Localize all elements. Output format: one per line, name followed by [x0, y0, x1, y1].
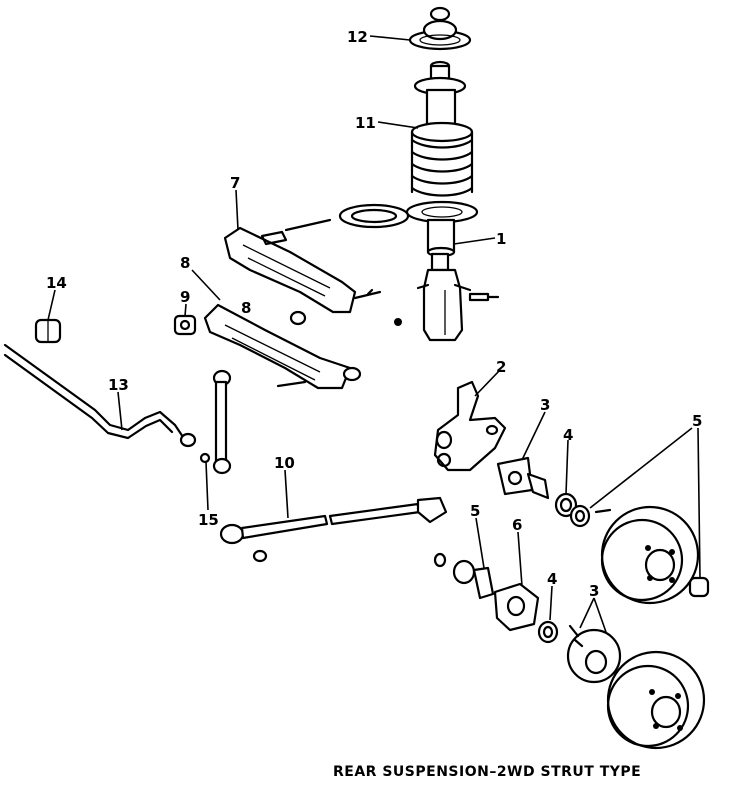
part-lower-arm	[203, 303, 402, 390]
callout-2: 2	[496, 358, 506, 376]
part-bushing	[173, 314, 197, 336]
part-upper-mount	[408, 6, 472, 51]
part-grease-cap	[688, 576, 710, 598]
part-seal-lower	[433, 552, 495, 600]
part-stabilizer-bar	[3, 343, 197, 448]
callout-15: 15	[198, 511, 219, 529]
leader-lines	[47, 35, 701, 633]
callout-13: 13	[108, 376, 129, 394]
callout-1: 1	[496, 230, 506, 248]
callout-9: 9	[180, 288, 190, 306]
part-coil-spring	[410, 60, 474, 197]
part-strut	[405, 200, 500, 342]
part-bearing-lower	[537, 620, 559, 644]
callout-8-lower: 8	[241, 299, 251, 317]
part-seal-upper	[569, 504, 612, 528]
callout-8-upper: 8	[180, 254, 190, 272]
callout-6: 6	[512, 516, 522, 534]
callout-3-upper: 3	[540, 396, 550, 414]
part-brake-drum-upper	[600, 505, 700, 605]
callout-10: 10	[274, 454, 295, 472]
part-hub	[493, 582, 540, 632]
part-lateral-rod	[219, 496, 448, 563]
callout-4-upper: 4	[563, 426, 573, 444]
part-stabilizer-bushing	[34, 318, 62, 344]
part-hub-lower	[566, 624, 622, 684]
callout-11: 11	[355, 114, 376, 132]
part-spindle	[496, 456, 550, 500]
part-knuckle	[433, 380, 507, 472]
callout-14: 14	[46, 274, 67, 292]
callout-5-right: 5	[692, 412, 702, 430]
part-spring-seat	[338, 203, 410, 229]
callout-5-mid: 5	[470, 502, 480, 520]
diagram-caption: REAR SUSPENSION–2WD STRUT TYPE	[333, 764, 642, 780]
callout-labels: 1 2 3 3 4 4 5 5 5 6 7 8 8 9 10 11 12 13 …	[46, 28, 702, 600]
part-stabilizer-link	[199, 369, 232, 475]
callout-4-lower: 4	[547, 570, 557, 588]
callout-12: 12	[347, 28, 368, 46]
callout-7: 7	[230, 174, 240, 192]
callout-3-lower: 3	[589, 582, 599, 600]
part-brake-drum-lower	[606, 650, 706, 750]
part-upper-arm	[223, 218, 382, 314]
